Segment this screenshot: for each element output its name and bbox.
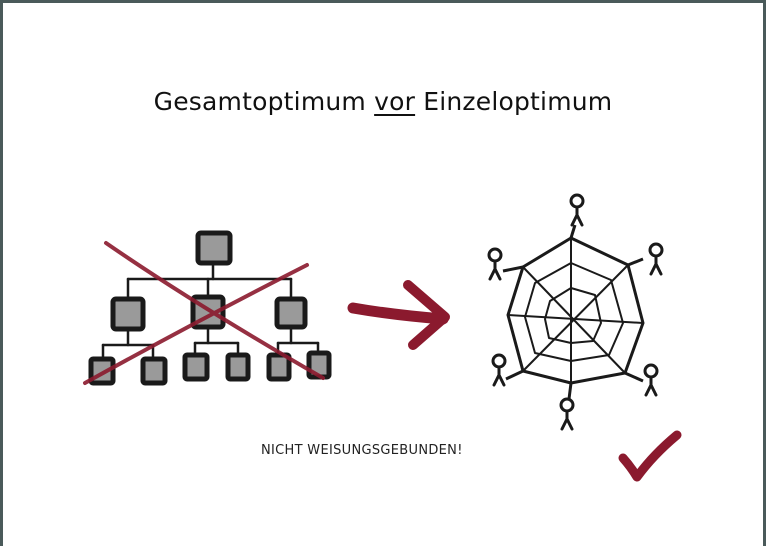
person-icon — [559, 397, 575, 431]
network-web-diagram — [502, 224, 645, 400]
title-part-2: Einzeloptimum — [415, 87, 613, 116]
hierarchy-boxes — [88, 230, 332, 386]
cross-out-icon — [83, 241, 325, 385]
title-part-1: Gesamtoptimum — [153, 87, 375, 116]
person-icon — [487, 247, 503, 281]
checkmark-icon — [618, 430, 682, 482]
page-title: Gesamtoptimum vor Einzeloptimum — [3, 87, 763, 116]
person-icon — [491, 353, 507, 387]
title-underlined-word: vor — [374, 87, 416, 116]
person-icon — [569, 193, 585, 227]
caption-text: NICHT WEISUNGSGEBUNDEN! — [261, 442, 463, 459]
arrow-right-icon — [347, 280, 450, 350]
person-icon — [643, 363, 659, 397]
person-icon — [648, 242, 664, 276]
person-icons — [487, 193, 664, 431]
illustration — [83, 193, 682, 482]
